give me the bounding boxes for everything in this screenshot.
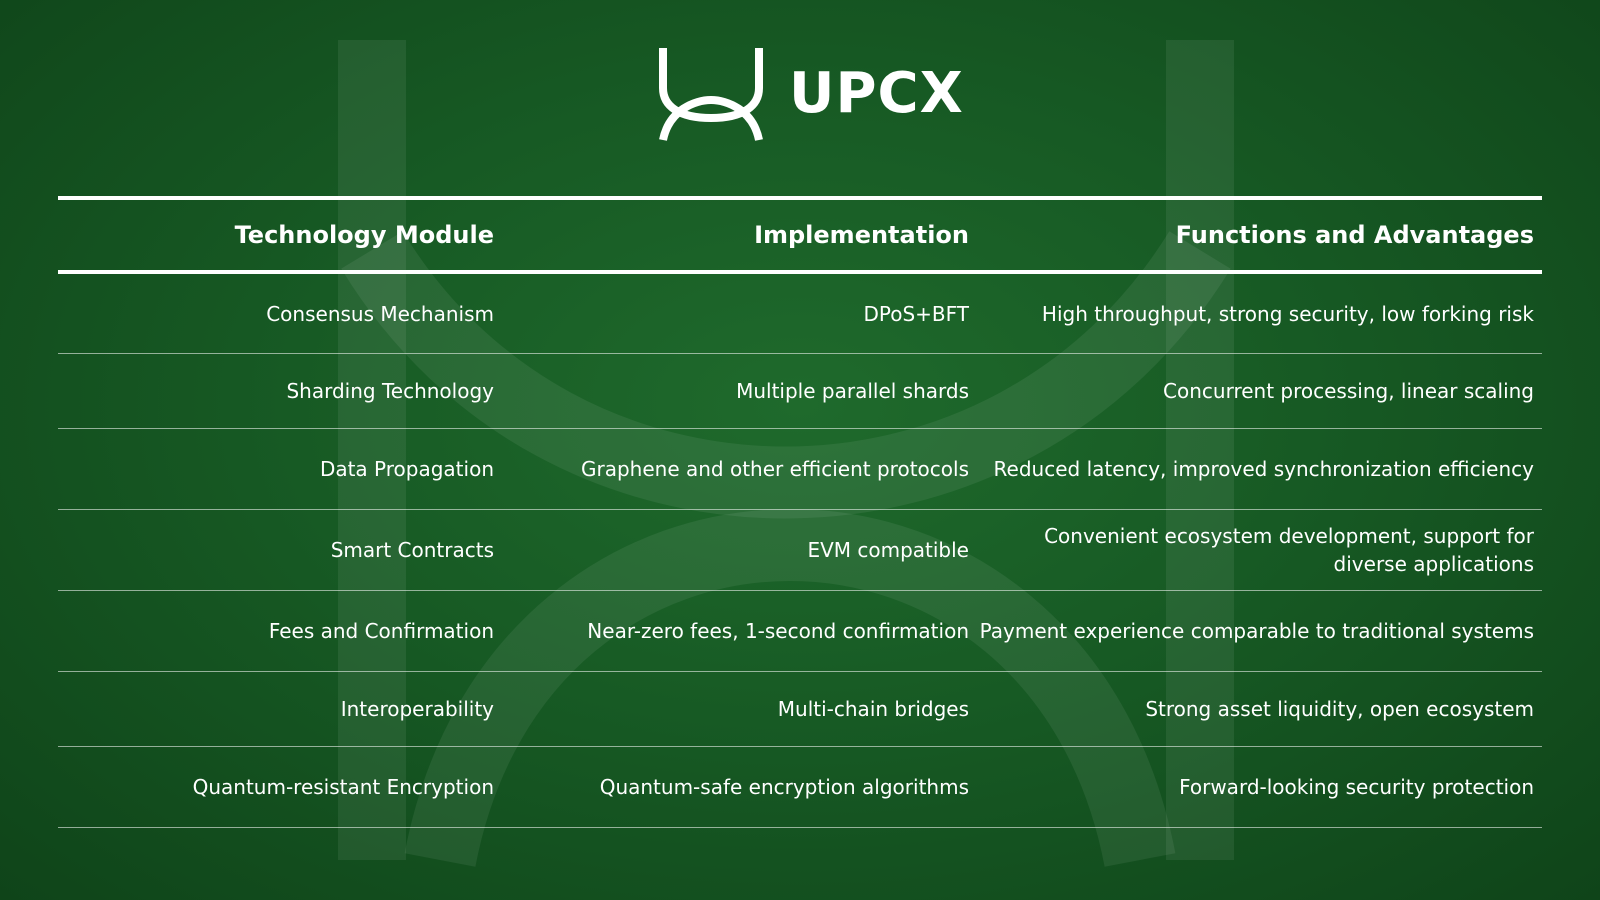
cell-functions: Convenient ecosystem development, suppor… — [1044, 524, 1534, 576]
cell-implementation: Quantum-safe encryption algorithms — [599, 775, 969, 799]
table-header-row: Technology Module Implementation Functio… — [58, 200, 1542, 270]
cell-implementation: Multiple parallel shards — [736, 379, 969, 403]
table-top-rule — [58, 196, 1542, 200]
cell-module: Data Propagation — [319, 457, 494, 481]
table-row: Quantum-resistant Encryption Quantum-saf… — [58, 747, 1542, 828]
table-row: Data Propagation Graphene and other effi… — [58, 429, 1542, 510]
header-technology-module: Technology Module — [234, 221, 494, 249]
cell-implementation: Near-zero fees, 1-second confirmation — [587, 619, 969, 643]
cell-module: Quantum-resistant Encryption — [192, 775, 494, 799]
header-implementation: Implementation — [754, 221, 969, 249]
upcx-logo-icon — [659, 48, 763, 142]
technology-table: Technology Module Implementation Functio… — [58, 196, 1542, 828]
cell-module: Smart Contracts — [330, 538, 494, 562]
cell-module: Sharding Technology — [286, 379, 494, 403]
table-row: Fees and Confirmation Near-zero fees, 1-… — [58, 591, 1542, 672]
cell-implementation: Graphene and other efficient protocols — [581, 457, 969, 481]
cell-implementation: EVM compatible — [807, 538, 969, 562]
cell-functions: Concurrent processing, linear scaling — [1163, 379, 1534, 403]
cell-functions: High throughput, strong security, low fo… — [1041, 301, 1534, 326]
cell-implementation: Multi-chain bridges — [777, 697, 969, 721]
table-header-rule — [58, 270, 1542, 274]
cell-functions: Reduced latency, improved synchronizatio… — [993, 457, 1534, 481]
table-row: Interoperability Multi-chain bridges Str… — [58, 672, 1542, 747]
brand-logo: UPCX — [655, 44, 964, 144]
cell-functions: Strong asset liquidity, open ecosystem — [1145, 697, 1534, 721]
brand-wordmark: UPCX — [789, 61, 964, 126]
table-row: Smart Contracts EVM compatible Convenien… — [58, 510, 1542, 591]
cell-functions: Payment experience comparable to traditi… — [979, 619, 1534, 643]
cell-functions: Forward-looking security protection — [1179, 775, 1534, 799]
table-row: Sharding Technology Multiple parallel sh… — [58, 354, 1542, 429]
cell-implementation: DPoS+BFT — [863, 301, 969, 326]
cell-module: Interoperability — [340, 697, 494, 721]
cell-module: Fees and Confirmation — [268, 619, 494, 643]
header-functions-and-advantages: Functions and Advantages — [1175, 221, 1534, 249]
cell-module: Consensus Mechanism — [266, 301, 494, 326]
table-row: Consensus Mechanism DPoS+BFT High throug… — [58, 274, 1542, 354]
